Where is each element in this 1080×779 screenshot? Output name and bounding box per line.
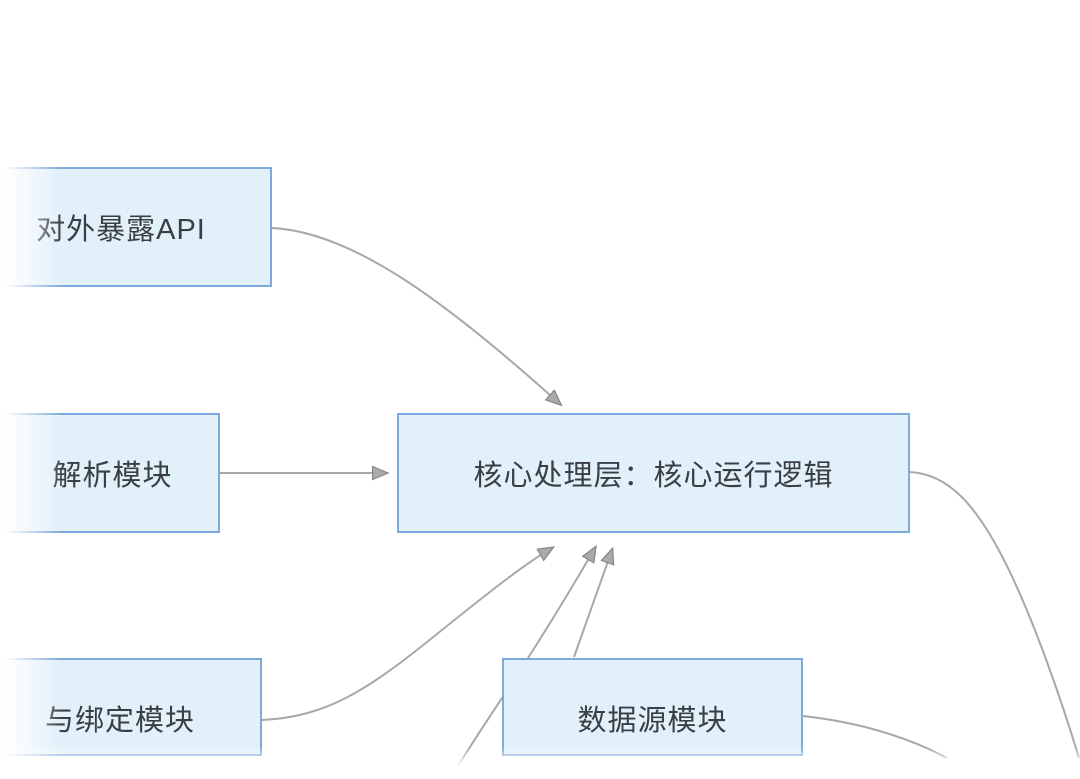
node-parser-label: 解析模块 xyxy=(52,460,173,492)
edge-core-to-offscreen xyxy=(909,471,1080,759)
edge-api-to-core xyxy=(271,227,560,404)
edge-binding-to-core xyxy=(261,548,552,721)
node-api-label: 对外暴露API xyxy=(36,214,206,246)
node-datasource-label: 数据源模块 xyxy=(577,705,728,737)
edge-datasource-to-core xyxy=(573,550,612,658)
node-binding[interactable]: 与绑定模块 xyxy=(0,658,262,756)
node-api[interactable]: 对外暴露API xyxy=(0,167,272,287)
node-parser[interactable]: 解析模块 xyxy=(5,413,220,533)
node-datasource[interactable]: 数据源模块 xyxy=(502,658,803,756)
node-core[interactable]: 核心处理层：核心运行逻辑 xyxy=(397,413,910,533)
node-binding-label: 与绑定模块 xyxy=(44,705,195,737)
edge-datasource-to-offscreen xyxy=(802,715,948,759)
node-core-label: 核心处理层：核心运行逻辑 xyxy=(473,460,834,492)
